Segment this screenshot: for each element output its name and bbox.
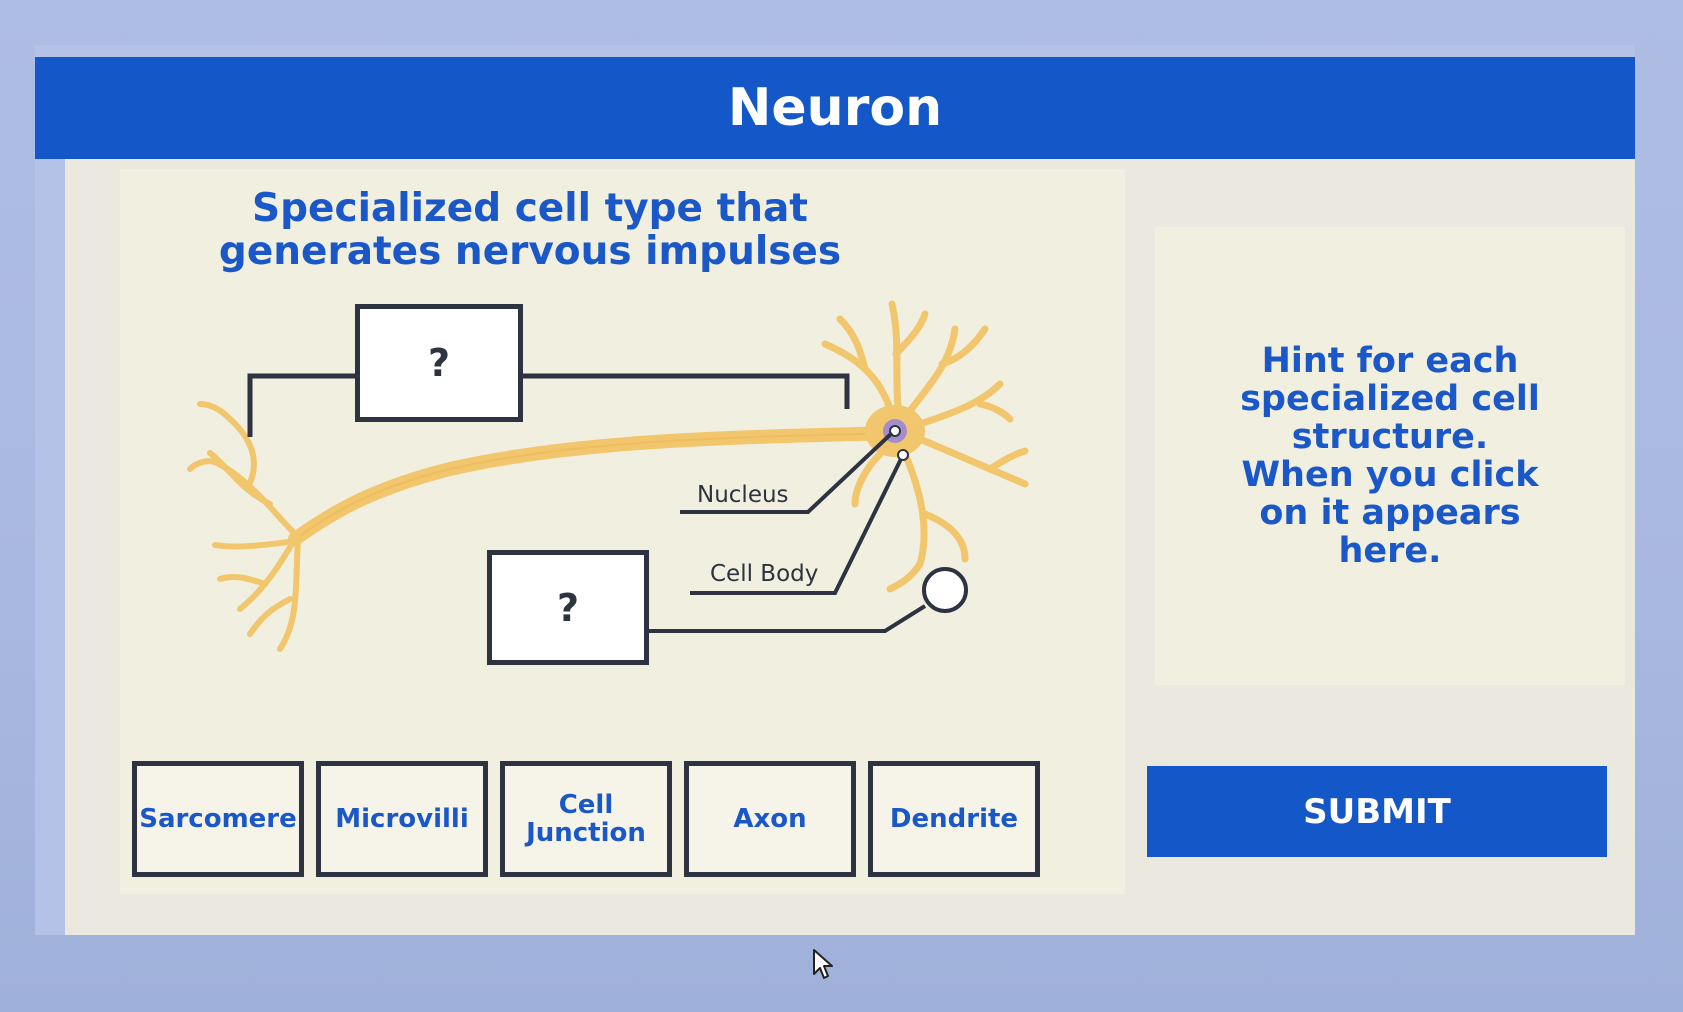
hint-text: Hint for each specialized cell structure…	[1240, 341, 1540, 571]
term-dendrite[interactable]: Dendrite	[868, 761, 1040, 877]
term-axon[interactable]: Axon	[684, 761, 856, 877]
term-cell-junction[interactable]: Cell Junction	[500, 761, 672, 877]
hint-panel: Hint for each specialized cell structure…	[1155, 227, 1625, 685]
mouse-pointer-icon	[813, 949, 833, 979]
neuron-diagram	[187, 300, 1029, 652]
page-title: Neuron	[35, 57, 1635, 159]
question-mark: ?	[556, 585, 580, 630]
prompt-subtitle: Specialized cell type that generates ner…	[218, 186, 842, 274]
diagram-card: Specialized cell type that generates ner…	[120, 169, 1125, 894]
question-mark: ?	[427, 341, 451, 385]
quiz-screen: Neuron Specialized cell type that genera…	[35, 45, 1635, 935]
submit-button[interactable]: SUBMIT	[1147, 766, 1607, 857]
unknown-label-box-top[interactable]: ?	[355, 304, 523, 422]
cell-body-label: Cell Body	[710, 561, 819, 587]
term-sarcomere[interactable]: Sarcomere	[132, 761, 304, 877]
unknown-label-box-bottom[interactable]: ?	[487, 550, 649, 665]
term-microvilli[interactable]: Microvilli	[316, 761, 488, 877]
content-area: Specialized cell type that generates ner…	[65, 159, 1635, 935]
nucleus-label: Nucleus	[697, 482, 789, 508]
